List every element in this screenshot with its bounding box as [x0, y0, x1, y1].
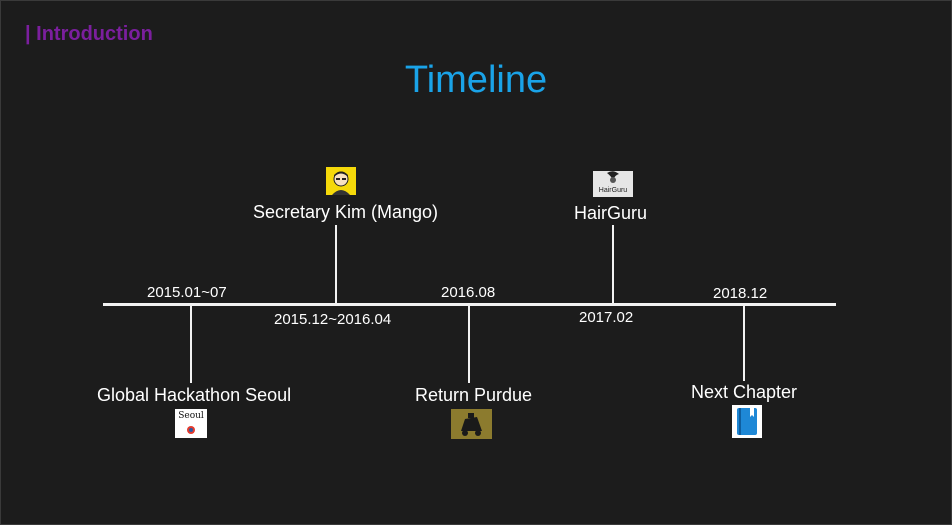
- seoul-hackathon-icon: Seoul: [175, 409, 207, 438]
- connector-line-next-chapter: [743, 305, 745, 381]
- mango-character-icon: [326, 167, 356, 195]
- connector-line-hairguru: [612, 225, 614, 304]
- date-label: 2018.12: [713, 285, 768, 302]
- connector-line-mango: [335, 225, 337, 304]
- event-label-next-chapter: Next Chapter: [691, 382, 798, 402]
- purdue-train-icon: [451, 409, 492, 439]
- event-label-purdue: Return Purdue: [415, 385, 533, 405]
- event-label-hairguru: HairGuru: [574, 203, 648, 223]
- hairguru-logo-icon: HairGuru: [593, 171, 633, 197]
- event-label-mango: Secretary Kim (Mango): [253, 202, 439, 222]
- book-icon: [732, 405, 762, 438]
- date-label: 2017.02: [579, 309, 634, 326]
- connector-line-purdue: [468, 305, 470, 383]
- date-label: 2016.08: [441, 284, 496, 301]
- date-label: 2015.01~07: [147, 284, 227, 301]
- seoul-icon-text: Seoul: [178, 411, 204, 421]
- date-label: 2015.12~2016.04: [274, 311, 392, 328]
- connector-line-hackathon: [190, 305, 192, 383]
- timeline-axis: [103, 303, 836, 306]
- slide-title: Timeline: [404, 59, 548, 101]
- hairguru-logo-text: HairGuru: [598, 187, 628, 194]
- event-label-hackathon: Global Hackathon Seoul: [97, 385, 292, 405]
- section-label: | Introduction: [25, 23, 153, 45]
